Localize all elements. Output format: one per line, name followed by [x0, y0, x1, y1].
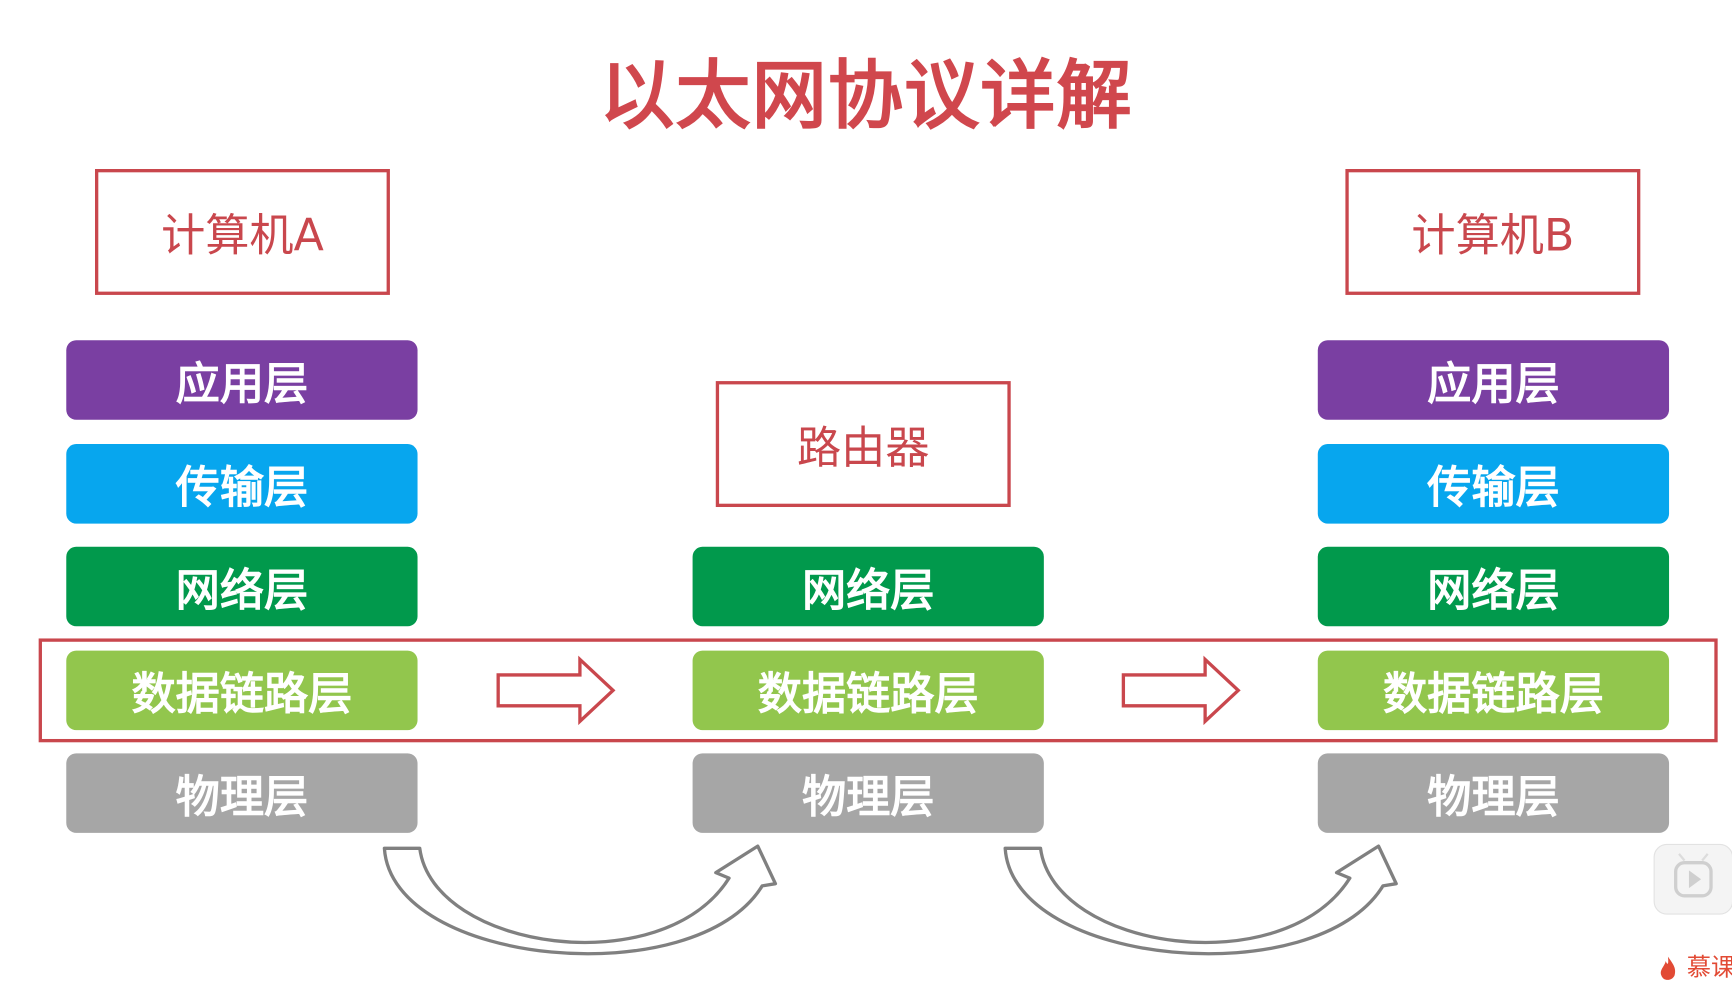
computer-b-transport-layer: 传输层: [1317, 444, 1670, 524]
watermark-text: 慕课: [1686, 954, 1732, 982]
computer-a-physical-layer: 物理层: [66, 753, 418, 833]
play-icon: [1674, 853, 1713, 898]
right-arrow-icon: [496, 655, 616, 726]
computer-a-network-layer: 网络层: [66, 546, 418, 627]
data-link-highlight-frame: [38, 638, 1718, 743]
player-button[interactable]: [1653, 843, 1732, 915]
flame-icon: [1660, 956, 1676, 980]
router-box: 路由器: [715, 381, 1011, 508]
curved-arrow-icon: [1003, 844, 1398, 956]
router-data-link-layer: 数据链路层: [692, 650, 1044, 731]
computer-b-box: 计算机B: [1345, 169, 1641, 295]
computer-a-box: 计算机A: [94, 169, 390, 295]
curved-arrow-icon: [382, 844, 778, 956]
router-network-layer: 网络层: [692, 546, 1044, 627]
computer-a-transport-layer: 传输层: [66, 444, 418, 524]
router-label: 路由器: [796, 423, 930, 474]
computer-b-physical-layer: 物理层: [1317, 753, 1670, 833]
watermark: 慕课: [1657, 948, 1732, 983]
computer-b-data-link-layer: 数据链路层: [1317, 650, 1670, 731]
computer-b-label: 计算机B: [1411, 210, 1575, 262]
page-title: 以太网协议详解: [599, 53, 1133, 141]
computer-a-label: 计算机A: [161, 210, 324, 262]
computer-b-network-layer: 网络层: [1317, 546, 1670, 627]
computer-a-data-link-layer: 数据链路层: [66, 650, 418, 731]
router-physical-layer: 物理层: [692, 753, 1044, 833]
right-arrow-icon: [1121, 655, 1241, 726]
computer-b-application-layer: 应用层: [1317, 340, 1670, 420]
computer-a-application-layer: 应用层: [66, 340, 418, 420]
